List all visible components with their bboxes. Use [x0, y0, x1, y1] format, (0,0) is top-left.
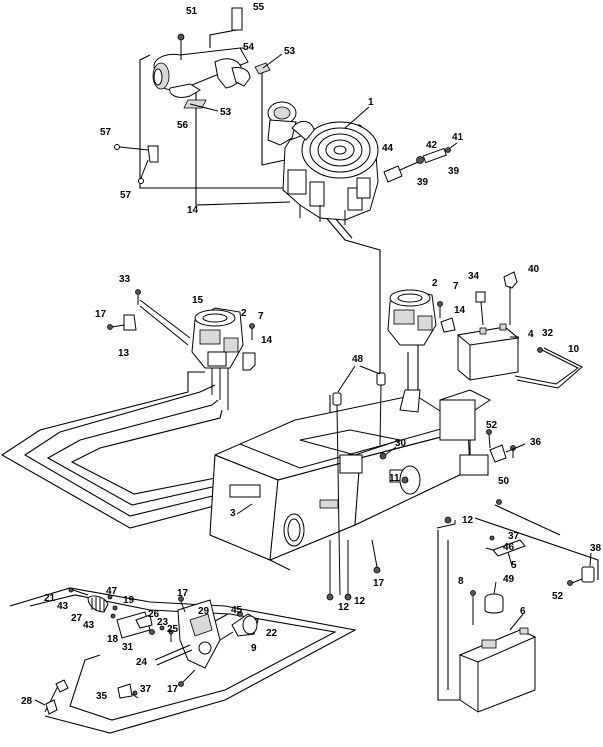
- callout-34: 34: [468, 271, 480, 282]
- callout-57: 57: [120, 190, 132, 201]
- engine: [267, 101, 379, 225]
- callout-4: 4: [528, 329, 534, 340]
- callout-49: 49: [503, 574, 515, 585]
- fuel-fittings: [383, 142, 458, 183]
- callout-11: 11: [389, 473, 400, 484]
- callout-32: 32: [542, 328, 554, 339]
- callout-17: 17: [95, 309, 107, 320]
- callout-17: 17: [177, 588, 189, 599]
- callout-26: 26: [148, 609, 160, 620]
- callout-57: 57: [100, 127, 112, 138]
- callout-14: 14: [454, 305, 466, 316]
- callout-21: 21: [44, 593, 56, 604]
- callout-35: 35: [96, 691, 108, 702]
- callout-29: 29: [198, 606, 210, 617]
- callout-2: 2: [241, 308, 247, 319]
- battery: [456, 271, 520, 381]
- callout-5: 5: [511, 560, 517, 571]
- callout-15: 15: [192, 295, 204, 306]
- callout-14: 14: [261, 335, 273, 346]
- callout-45: 45: [231, 605, 243, 616]
- callout-25: 25: [167, 624, 179, 635]
- callout-44: 44: [382, 143, 394, 154]
- callout-37: 37: [508, 531, 520, 542]
- callout-12: 12: [462, 515, 474, 526]
- callout-56: 56: [177, 120, 189, 131]
- callout-24: 24: [136, 657, 148, 668]
- callout-54: 54: [243, 42, 255, 53]
- callout-27: 27: [71, 613, 83, 624]
- callout-14: 14: [187, 205, 199, 216]
- callout-55: 55: [253, 2, 265, 13]
- callout-19: 19: [123, 595, 135, 606]
- callout-37: 37: [140, 684, 152, 695]
- callout-53: 53: [220, 107, 232, 118]
- callout-7: 7: [258, 311, 264, 322]
- callout-23: 23: [157, 617, 169, 628]
- callout-3: 3: [230, 508, 236, 519]
- callout-8: 8: [458, 576, 464, 587]
- callout-33: 33: [119, 274, 131, 285]
- callout-46: 46: [503, 542, 515, 553]
- callout-18: 18: [107, 634, 119, 645]
- callout-13: 13: [118, 348, 130, 359]
- callout-43: 43: [83, 620, 95, 631]
- callout-39: 39: [448, 166, 460, 177]
- callout-41: 41: [452, 132, 464, 143]
- hydro-pump-right: [387, 289, 456, 346]
- callout-52: 52: [486, 420, 498, 431]
- callout-2: 2: [432, 278, 438, 289]
- callout-17: 17: [167, 684, 179, 695]
- control-linkage: [44, 587, 259, 715]
- callout-7: 7: [453, 281, 459, 292]
- callout-labels: 51 55 54 53 53 1 57 56 57 14 44 42 41 39…: [21, 2, 602, 707]
- callout-43: 43: [57, 601, 69, 612]
- callout-10: 10: [568, 344, 580, 355]
- chassis-frame: [209, 372, 516, 601]
- callout-12: 12: [338, 602, 350, 613]
- callout-48: 48: [352, 354, 364, 365]
- callout-28: 28: [21, 696, 33, 707]
- fuel-tank: [458, 590, 537, 713]
- hydro-pump-left: [107, 289, 256, 410]
- bracket-5: [485, 535, 526, 557]
- callout-31: 31: [122, 642, 134, 653]
- callout-42: 42: [426, 140, 438, 151]
- fuel-filter: [567, 566, 595, 586]
- callout-36: 36: [530, 437, 542, 448]
- callout-50: 50: [498, 476, 510, 487]
- callout-47: 47: [106, 586, 118, 597]
- callout-51: 51: [186, 6, 198, 17]
- callout-9: 9: [251, 643, 257, 654]
- callout-6: 6: [520, 606, 526, 617]
- battery-cable: [514, 347, 583, 389]
- callout-22: 22: [266, 628, 278, 639]
- callout-17: 17: [373, 578, 385, 589]
- callout-52: 52: [552, 591, 564, 602]
- fuel-line-routing: [317, 207, 599, 701]
- callout-1: 1: [368, 97, 374, 108]
- callout-30: 30: [395, 438, 407, 449]
- callout-39: 39: [417, 177, 429, 188]
- callout-38: 38: [590, 543, 602, 554]
- callout-12: 12: [354, 596, 366, 607]
- callout-40: 40: [528, 264, 540, 275]
- leader-lines: [34, 106, 592, 706]
- callout-53: 53: [284, 46, 296, 57]
- muffler-assembly: [114, 7, 298, 206]
